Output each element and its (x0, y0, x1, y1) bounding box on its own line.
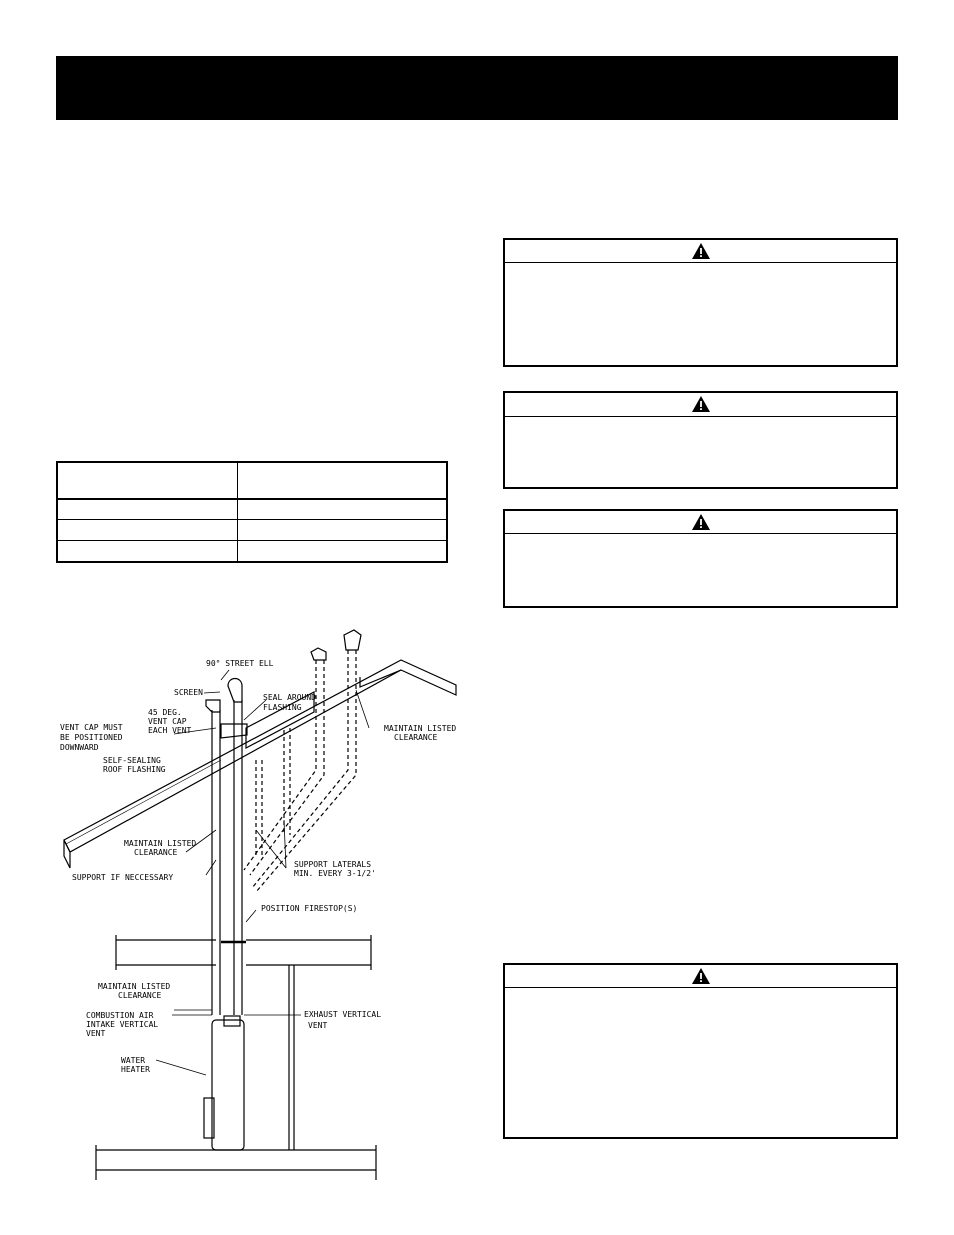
warning-box (503, 238, 898, 367)
vent-cap-intake (205, 699, 221, 713)
table-row-divider (58, 540, 446, 541)
label-vent-cap: 45 DEG. (148, 708, 182, 717)
svg-text:EACH VENT: EACH VENT (148, 726, 192, 735)
warning-header (505, 240, 896, 263)
table-column-divider (237, 463, 238, 561)
svg-text:ROOF FLASHING: ROOF FLASHING (103, 765, 166, 774)
label-roof-flashing: SELF-SEALING (103, 756, 161, 765)
label-support-laterals: SUPPORT LATERALS (294, 860, 371, 869)
clearance-table (56, 461, 448, 563)
label-maintain-clearance-mid: MAINTAIN LISTED (124, 839, 196, 848)
svg-text:BE POSITIONED: BE POSITIONED (60, 733, 123, 742)
label-vent-cap-must: VENT CAP MUST (60, 723, 123, 732)
label-support: SUPPORT IF NECCESSARY (72, 873, 173, 882)
water-heater (211, 1019, 245, 1151)
svg-text:CLEARANCE: CLEARANCE (394, 733, 438, 742)
svg-text:FLASHING: FLASHING (263, 703, 302, 712)
floor (96, 1149, 376, 1171)
table-row-divider (58, 519, 446, 520)
label-screen: SCREEN (174, 688, 203, 697)
label-seal-flashing: SEAL AROUND (263, 693, 316, 702)
support-post (288, 965, 295, 1150)
label-combustion-air: COMBUSTION AIR (86, 1011, 154, 1020)
warning-triangle-icon (691, 396, 710, 412)
warning-triangle-icon (691, 243, 710, 259)
warning-triangle-icon (691, 968, 710, 984)
svg-text:MIN. EVERY 3-1/2': MIN. EVERY 3-1/2' (294, 869, 376, 878)
warning-header (505, 511, 896, 534)
svg-text:VENT: VENT (308, 1021, 327, 1030)
header-bar (56, 56, 898, 120)
warning-header (505, 965, 896, 988)
warning-header (505, 393, 896, 417)
vent-installation-diagram: 90° STREET ELL SCREEN 45 DEG. VENT CAP E… (60, 629, 457, 1180)
svg-text:VENT CAP: VENT CAP (148, 717, 187, 726)
label-firestop: POSITION FIRESTOP(S) (261, 904, 357, 913)
svg-text:HEATER: HEATER (121, 1065, 150, 1074)
warning-triangle-icon (691, 514, 710, 530)
label-street-ell: 90° STREET ELL (206, 659, 274, 668)
intake-vent-pipe (211, 710, 221, 1015)
exhaust-vent-pipe (233, 700, 243, 1015)
svg-text:VENT: VENT (86, 1029, 105, 1038)
roof-flashing-plate (245, 691, 315, 749)
label-maintain-clearance-low: MAINTAIN LISTED (98, 982, 170, 991)
svg-text:CLEARANCE: CLEARANCE (118, 991, 162, 1000)
label-maintain-clearance-top: MAINTAIN LISTED (384, 724, 456, 733)
table-header-divider (58, 498, 446, 500)
warning-box (503, 391, 898, 489)
vent-cap-exhaust (227, 677, 243, 703)
warning-box (503, 509, 898, 608)
svg-text:CLEARANCE: CLEARANCE (134, 848, 178, 857)
label-exhaust-vent: EXHAUST VERTICAL (304, 1010, 381, 1019)
ceiling (116, 939, 371, 966)
label-water-heater: WATER (121, 1056, 145, 1065)
svg-text:INTAKE VERTICAL: INTAKE VERTICAL (86, 1020, 158, 1029)
warning-box (503, 963, 898, 1139)
svg-text:DOWNWARD: DOWNWARD (60, 743, 99, 752)
